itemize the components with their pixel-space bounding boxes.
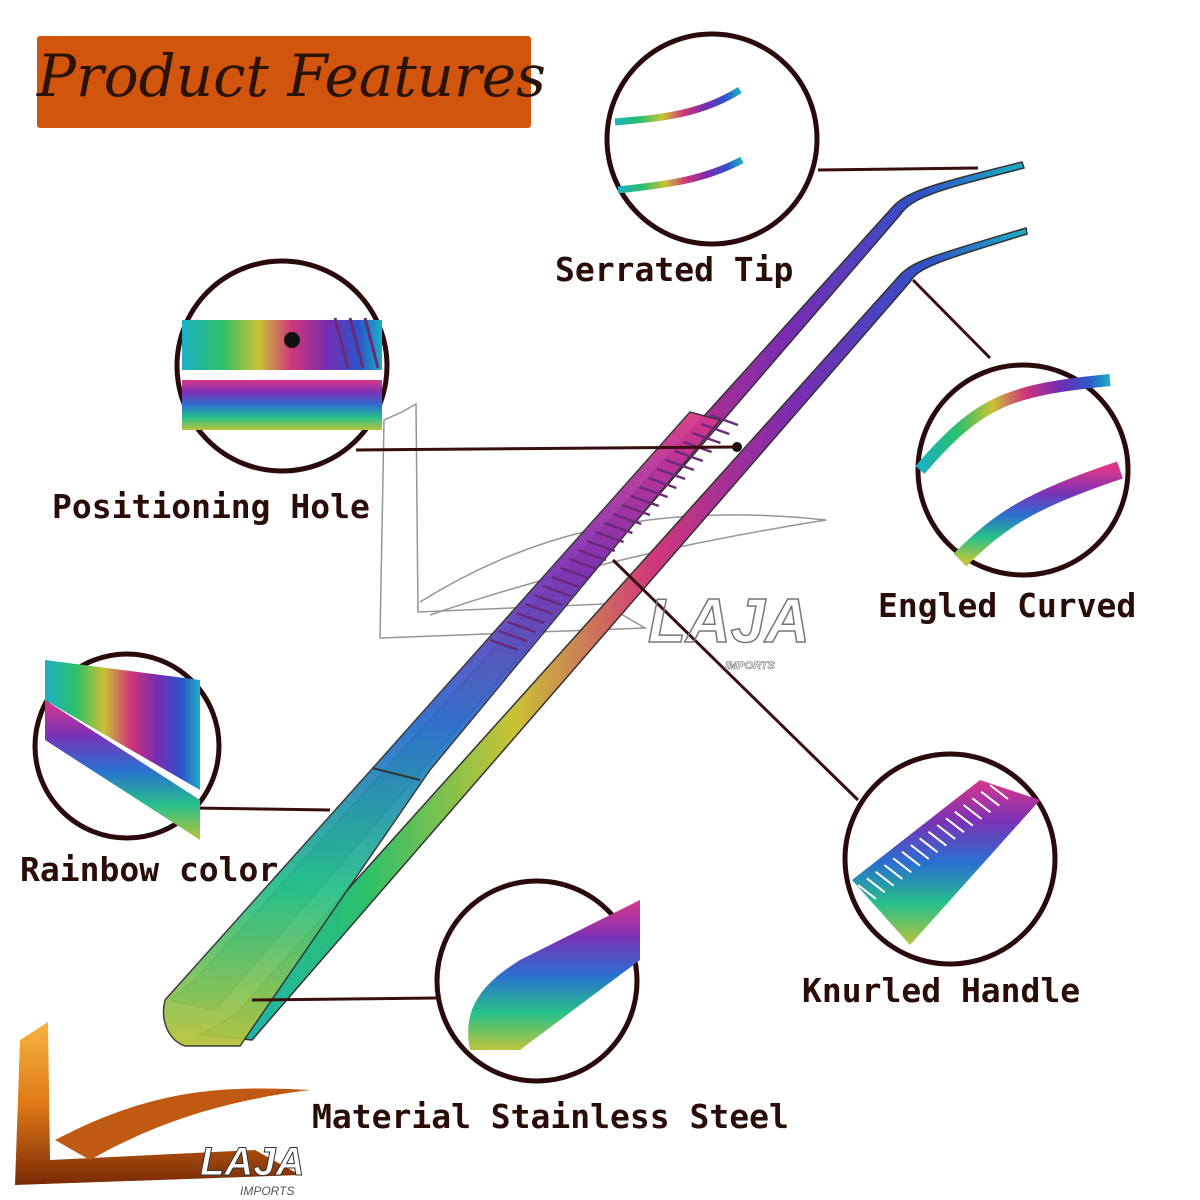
knurl-ridge [691,431,721,445]
knurl-ridge-detail [936,824,956,840]
label-knurled-handle: Knurled Handle [802,971,1081,1010]
knurl-ridge [507,620,537,634]
leader-lines [192,166,992,1002]
knurl-ridge [498,629,528,643]
knurl-ridge [542,584,572,598]
knurl-ridge [568,557,598,571]
knurl-ridge [586,539,616,553]
callout-positioning-hole [174,258,390,474]
knurl-ridge-detail [971,797,992,814]
tweezers-arm-lower [197,227,1028,1041]
watermark-brand-name: LAJA [647,586,810,657]
knurl-ridge [603,521,633,535]
label-serrated-tip: Serrated Tip [555,250,794,289]
knurl-ridge-detail [989,784,1009,800]
callout-rainbow-color [32,651,222,841]
knurl-ridge [647,476,677,490]
tweezers-handle [162,411,722,1047]
knurl-ridge [674,449,704,463]
label-rainbow-color: Rainbow color [20,850,279,889]
knurl-ridge [621,503,651,517]
knurl-ridge-detail [910,844,930,860]
knurl-ridge [639,485,669,499]
knurl-ridge [612,512,642,526]
knurl-ridge-detail [892,857,912,874]
logo-brand-name: LAJA [199,1140,305,1185]
knurl-ridge [700,422,730,436]
callout-material [434,878,640,1084]
knurl-ridge [551,575,581,589]
laja-imports-logo [15,1022,310,1185]
label-positioning-hole: Positioning Hole [52,487,370,526]
knurled-grip-ridges [489,413,739,652]
knurl-ridge-detail [874,870,895,887]
title-banner: Product Features [37,36,546,128]
knurl-ridge-detail [866,877,886,894]
knurl-ridge [665,458,695,472]
knurl-ridge [656,467,686,481]
knurl-ridge [515,611,545,625]
callout-serrated-tip [604,31,820,247]
knurl-ridge [489,638,519,652]
knurl-ridge-detail [857,884,877,900]
knurl-ridge [595,530,625,544]
knurl-ridge [630,494,660,508]
knurl-ridge-detail [962,804,983,820]
knurl-ridge-detail [927,830,948,847]
label-engled-curved: Engled Curved [878,586,1137,625]
knurl-ridge-detail [918,837,939,854]
knurl-ridge [533,593,563,607]
watermark-brand-sub: IMPORTS [725,660,776,673]
knurl-ridge-detail [954,810,974,827]
callout-engled-curved [915,362,1131,578]
logo-brand-sub: IMPORTS [240,1184,295,1198]
knurl-ridge [577,548,607,562]
knurl-ridge [524,602,554,616]
knurl-ridge-detail [980,790,1000,807]
knurl-ridge [709,413,739,427]
label-material: Material Stainless Steel [312,1097,789,1136]
page-title: Product Features [37,42,546,110]
knurl-ridge [559,566,589,580]
knurl-ridge-detail [945,817,965,834]
callout-knurled-handle [842,751,1058,967]
knurl-ridge-detail [901,850,921,867]
knurl-ridge-detail [883,864,904,880]
